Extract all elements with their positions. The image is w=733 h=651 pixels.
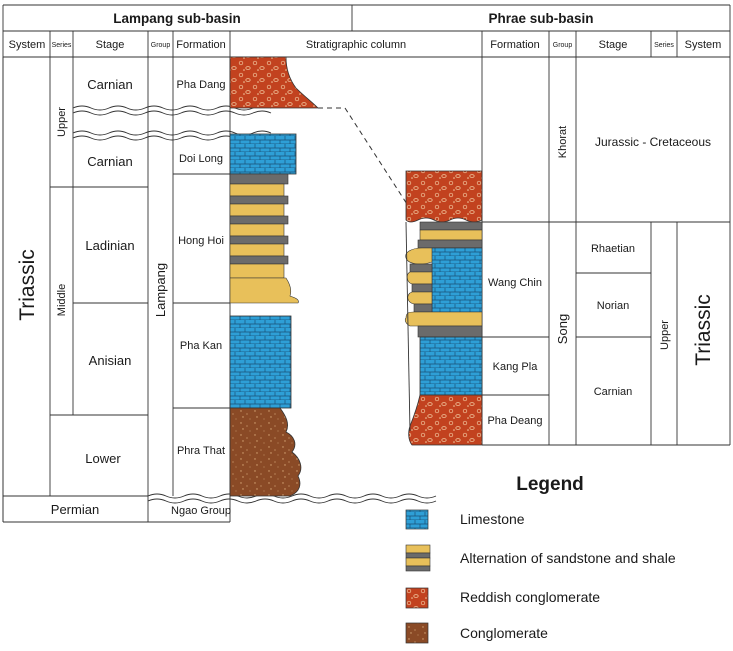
left-form-phra-that: Phra That	[177, 445, 225, 457]
phrae-kang-pla-unit	[419, 336, 483, 396]
right-stage-jur-cret: Jurassic - Cretaceous	[595, 135, 711, 149]
left-stage-ladinian: Ladinian	[85, 238, 134, 253]
right-form-kang-pla: Kang Pla	[493, 361, 539, 373]
left-group-ngao: Ngao Group	[171, 505, 231, 517]
col-group-right: Group	[553, 42, 573, 49]
right-stage-rhaetian: Rhaetian	[591, 243, 635, 255]
right-group-khorat: Khorat	[557, 126, 569, 158]
lampang-hong-hoi-unit	[229, 173, 299, 304]
legend-label-reddish-conglomerate: Reddish conglomerate	[460, 589, 600, 605]
conglomerate-swatch	[405, 622, 429, 644]
phrae-khorat-unit	[405, 170, 483, 223]
lampang-doi-long-unit	[229, 133, 297, 175]
col-formation-right: Formation	[490, 39, 540, 51]
col-system-right: System	[685, 39, 722, 51]
legend: Legend Limestone Alternation of sandston…	[405, 474, 676, 644]
right-group-song: Song	[555, 314, 570, 344]
left-stage-carnian-2: Carnian	[87, 154, 133, 169]
right-form-wang-chin: Wang Chin	[488, 277, 542, 289]
left-stage-anisian: Anisian	[89, 353, 132, 368]
legend-label-limestone: Limestone	[460, 511, 525, 527]
legend-label-conglomerate: Conglomerate	[460, 625, 548, 641]
col-system-left: System	[9, 39, 46, 51]
left-group-lampang: Lampang	[153, 263, 168, 317]
lampang-strat-column	[229, 56, 319, 497]
left-series-middle: Middle	[56, 284, 68, 316]
col-stage-right: Stage	[599, 39, 628, 51]
legend-label-sandstone-shale: Alternation of sandstone and shale	[460, 550, 676, 566]
phrae-pha-deang-unit	[408, 394, 483, 446]
legend-item-limestone: Limestone	[405, 509, 525, 530]
col-series-right: Series	[654, 42, 674, 49]
left-form-hong-hoi: Hong Hoi	[178, 235, 224, 247]
lampang-pha-kan-unit	[229, 315, 292, 409]
col-stage-left: Stage	[96, 39, 125, 51]
legend-item-conglomerate: Conglomerate	[405, 622, 548, 644]
col-formation-left: Formation	[176, 39, 226, 51]
right-stage-carnian: Carnian	[594, 386, 633, 398]
left-stage-carnian-1: Carnian	[87, 77, 133, 92]
left-permian: Permian	[51, 502, 99, 517]
left-stage-lower: Lower	[85, 451, 121, 466]
left-form-doi-long: Doi Long	[179, 153, 223, 165]
col-series-left: Series	[52, 42, 72, 49]
phrae-header: Phrae sub-basin	[488, 11, 593, 26]
phrae-strat-column	[404, 170, 483, 446]
lampang-header: Lampang sub-basin	[113, 11, 241, 26]
col-strat-column: Stratigraphic column	[306, 39, 406, 51]
right-stage-norian: Norian	[597, 300, 629, 312]
right-system-triassic: Triassic	[692, 294, 715, 366]
reddish-conglomerate-swatch	[405, 587, 429, 609]
legend-item-reddish-conglomerate: Reddish conglomerate	[405, 587, 600, 609]
right-series-upper: Upper	[659, 320, 671, 350]
left-series-upper: Upper	[56, 107, 68, 137]
lampang-pha-dang-unit	[229, 56, 319, 109]
phrae-wang-chin-unit	[404, 221, 483, 338]
legend-item-sandstone-shale: Alternation of sandstone and shale	[405, 544, 676, 572]
lampang-phra-that-unit	[229, 407, 302, 497]
sandstone-shale-swatch	[405, 544, 431, 572]
col-group-left: Group	[151, 42, 171, 49]
right-form-pha-deang: Pha Deang	[487, 415, 542, 427]
left-form-pha-dang: Pha Dang	[177, 79, 226, 91]
legend-title: Legend	[516, 474, 584, 495]
limestone-swatch	[405, 509, 429, 530]
left-system-triassic: Triassic	[16, 249, 39, 321]
correlation-line	[318, 107, 417, 219]
left-form-pha-kan: Pha Kan	[180, 340, 222, 352]
